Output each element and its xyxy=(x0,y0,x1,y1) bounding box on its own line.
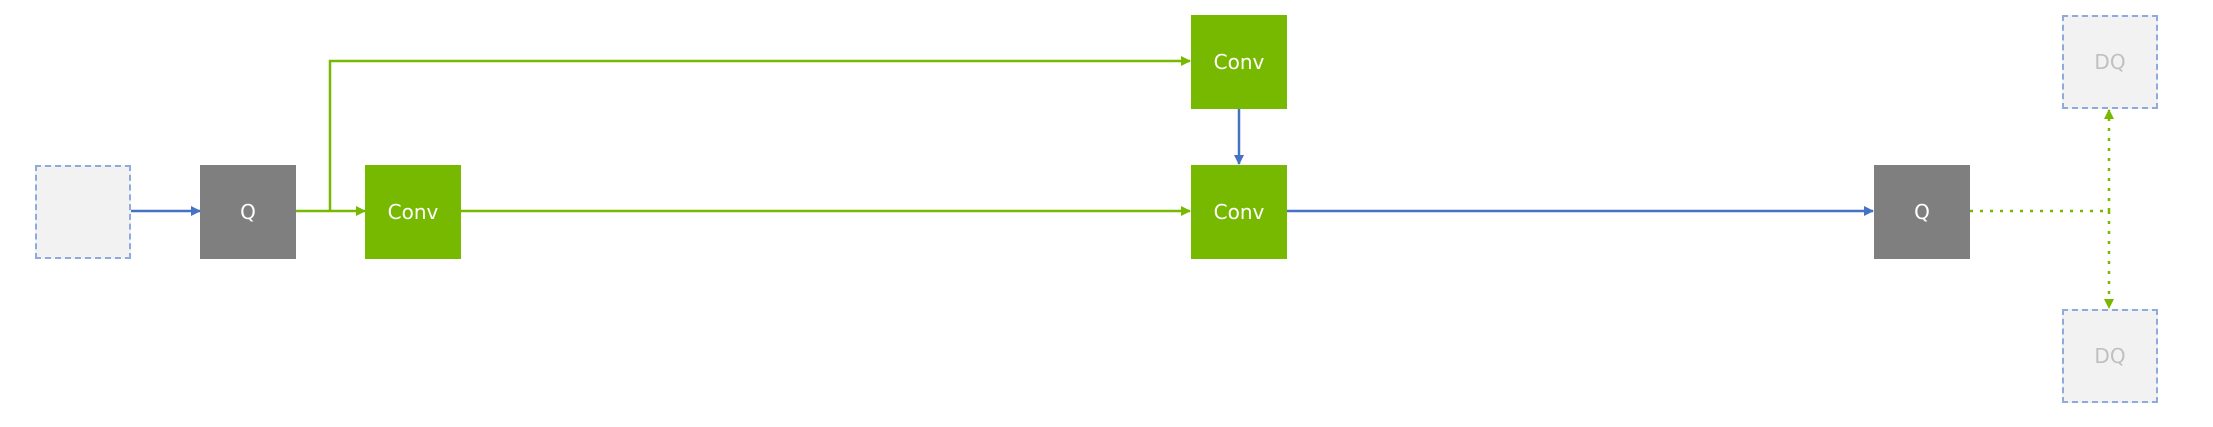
dequantize-node-bottom-label: DQ xyxy=(2094,344,2126,368)
input-node xyxy=(35,165,131,259)
dequantize-node-top-label: DQ xyxy=(2094,50,2126,74)
conv-node-main-label: Conv xyxy=(1213,200,1265,224)
conv-node-1-label: Conv xyxy=(387,200,439,224)
conv-node-top-label: Conv xyxy=(1213,50,1265,74)
conv-node-1: Conv xyxy=(365,165,461,259)
quantize-node-1-label: Q xyxy=(240,200,256,224)
dequantize-node-bottom: DQ xyxy=(2062,309,2158,403)
conv-node-top: Conv xyxy=(1191,15,1287,109)
conv-node-main: Conv xyxy=(1191,165,1287,259)
quantize-node-2: Q xyxy=(1874,165,1970,259)
edge-quantize-1-to-conv-top xyxy=(328,56,1191,211)
dequantize-node-top: DQ xyxy=(2062,15,2158,109)
quantize-node-1: Q xyxy=(200,165,296,259)
quantize-node-2-label: Q xyxy=(1914,200,1930,224)
